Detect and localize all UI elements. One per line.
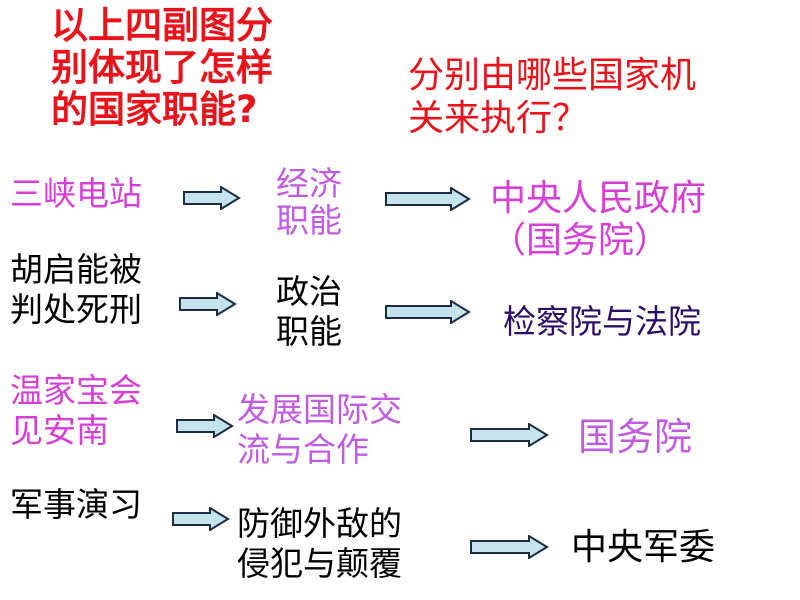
function-international-cooperation-line-1: 发展国际交	[237, 390, 402, 429]
event-wen-jiabao-meeting-line-2: 见安南	[10, 410, 109, 450]
right-arrow-icon	[172, 507, 230, 531]
function-political-line-2: 职能	[276, 311, 342, 351]
question-functions-line-1: 以上四副图分	[51, 4, 273, 47]
right-arrow-icon	[176, 414, 234, 438]
question-functions: 以上四副图分 别体现了怎样 的国家职能?	[51, 5, 273, 130]
function-defense-line-1: 防御外敌的	[237, 504, 402, 543]
event-three-gorges-line-1: 三峡电站	[10, 174, 142, 213]
event-military-exercise: 军事演习	[10, 485, 142, 524]
question-organs-line-2: 关来执行？	[408, 98, 589, 140]
function-international-cooperation: 发展国际交 流与合作	[237, 390, 402, 471]
organ-central-military-commission: 中央军委	[571, 527, 716, 569]
right-arrow-icon	[470, 423, 549, 447]
question-functions-line-3: 的国家职能?	[51, 87, 258, 131]
function-political-line-1: 政治	[276, 272, 342, 311]
function-political: 政治 职能	[276, 272, 342, 351]
function-economic: 经济 职能	[276, 165, 342, 240]
right-arrow-icon	[385, 187, 471, 211]
question-functions-line-2: 别体现了怎样	[51, 45, 273, 89]
function-defense: 防御外敌的 侵犯与颠覆	[237, 504, 402, 585]
right-arrow-icon	[470, 535, 549, 559]
organ-procuratorate-court: 检察院与法院	[503, 302, 701, 341]
event-military-exercise-line-1: 军事演习	[10, 485, 142, 524]
question-organs: 分别由哪些国家机 关来执行？	[408, 54, 696, 140]
organ-state-council: 国务院	[578, 416, 692, 459]
function-economic-line-1: 经济	[276, 164, 342, 203]
organ-central-government-line-1: 中央人民政府	[490, 178, 707, 219]
organ-central-military-commission-line-1: 中央军委	[571, 527, 716, 568]
event-death-sentence: 胡启能被 判处死刑	[10, 250, 142, 329]
function-defense-line-2: 侵犯与颠覆	[237, 544, 402, 584]
event-death-sentence-line-1: 胡启能被	[10, 250, 142, 289]
organ-central-government: 中央人民政府 （国务院）	[490, 178, 706, 262]
function-economic-line-2: 职能	[276, 201, 342, 241]
event-death-sentence-line-2: 判处死刑	[10, 289, 142, 329]
right-arrow-icon	[183, 186, 241, 210]
event-wen-jiabao-meeting-line-1: 温家宝会	[10, 371, 142, 410]
function-international-cooperation-line-2: 流与合作	[237, 430, 369, 470]
organ-state-council-line-1: 国务院	[578, 415, 693, 459]
organ-procuratorate-court-line-1: 检察院与法院	[503, 302, 701, 341]
organ-central-government-line-2: （国务院）	[490, 220, 671, 262]
right-arrow-icon	[179, 292, 237, 316]
question-organs-line-1: 分别由哪些国家机	[408, 55, 697, 96]
right-arrow-icon	[385, 300, 471, 324]
event-three-gorges: 三峡电站	[10, 174, 142, 213]
event-wen-jiabao-meeting: 温家宝会 见安南	[10, 371, 142, 450]
